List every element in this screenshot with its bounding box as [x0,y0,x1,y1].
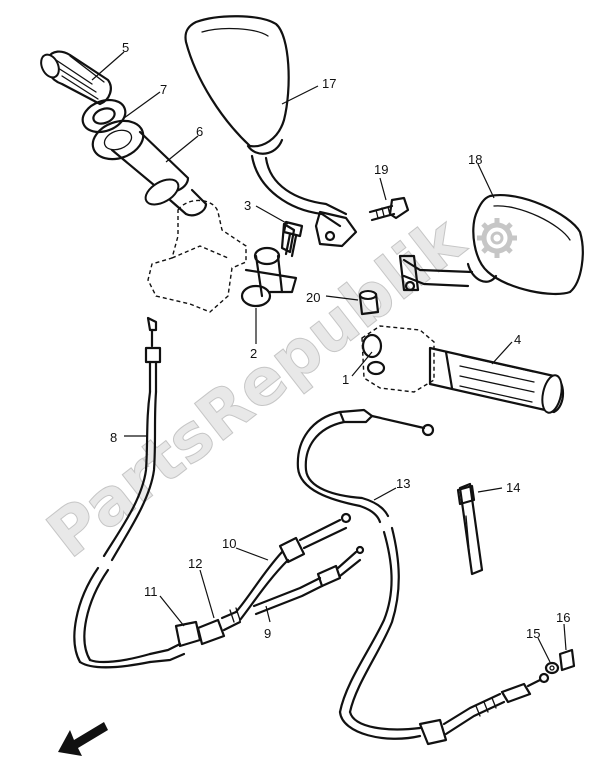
part-throttle-cable [252,545,365,616]
callout-4: 4 [514,332,521,347]
callout-11: 11 [144,584,158,599]
part-switch-housing [361,325,435,393]
callout-1: 1 [342,372,349,387]
callout-16: 16 [556,610,570,625]
callout-7: 7 [160,82,167,97]
part-collar-ring [81,98,145,161]
callout-15: 15 [526,626,540,641]
part-screw [282,220,304,258]
callout-14: 14 [506,480,520,495]
callout-labels: 5 7 6 3 2 17 19 18 20 1 4 8 13 14 10 12 … [110,40,570,641]
leader-lines [91,51,567,663]
callout-9: 9 [264,626,271,641]
callout-2: 2 [250,346,257,361]
callout-20: 20 [306,290,320,305]
part-cable-tie [456,482,484,576]
gear-icon [477,218,517,258]
callout-19: 19 [374,162,388,177]
callout-18: 18 [468,152,482,167]
part-long-cable-right [296,408,550,746]
part-left-mirror [184,15,358,248]
part-right-grip [428,346,565,414]
callout-6: 6 [196,124,203,139]
arrow-front-icon [58,722,108,756]
part-clutch-cable-left [73,316,162,669]
callout-10: 10 [222,536,236,551]
part-cable-adjuster [148,512,352,664]
callout-8: 8 [110,430,117,445]
callout-3: 3 [244,198,251,213]
part-throttle-housing [147,199,298,313]
part-bolt-19 [368,196,410,222]
part-left-grip [40,50,112,106]
part-throttle-tube [110,130,208,217]
callout-5: 5 [122,40,129,55]
callout-17: 17 [322,76,336,91]
part-plug [358,290,380,316]
callout-12: 12 [188,556,202,571]
part-washer [544,661,560,675]
part-clip [558,648,576,672]
callout-13: 13 [396,476,410,491]
part-right-mirror [398,193,584,296]
